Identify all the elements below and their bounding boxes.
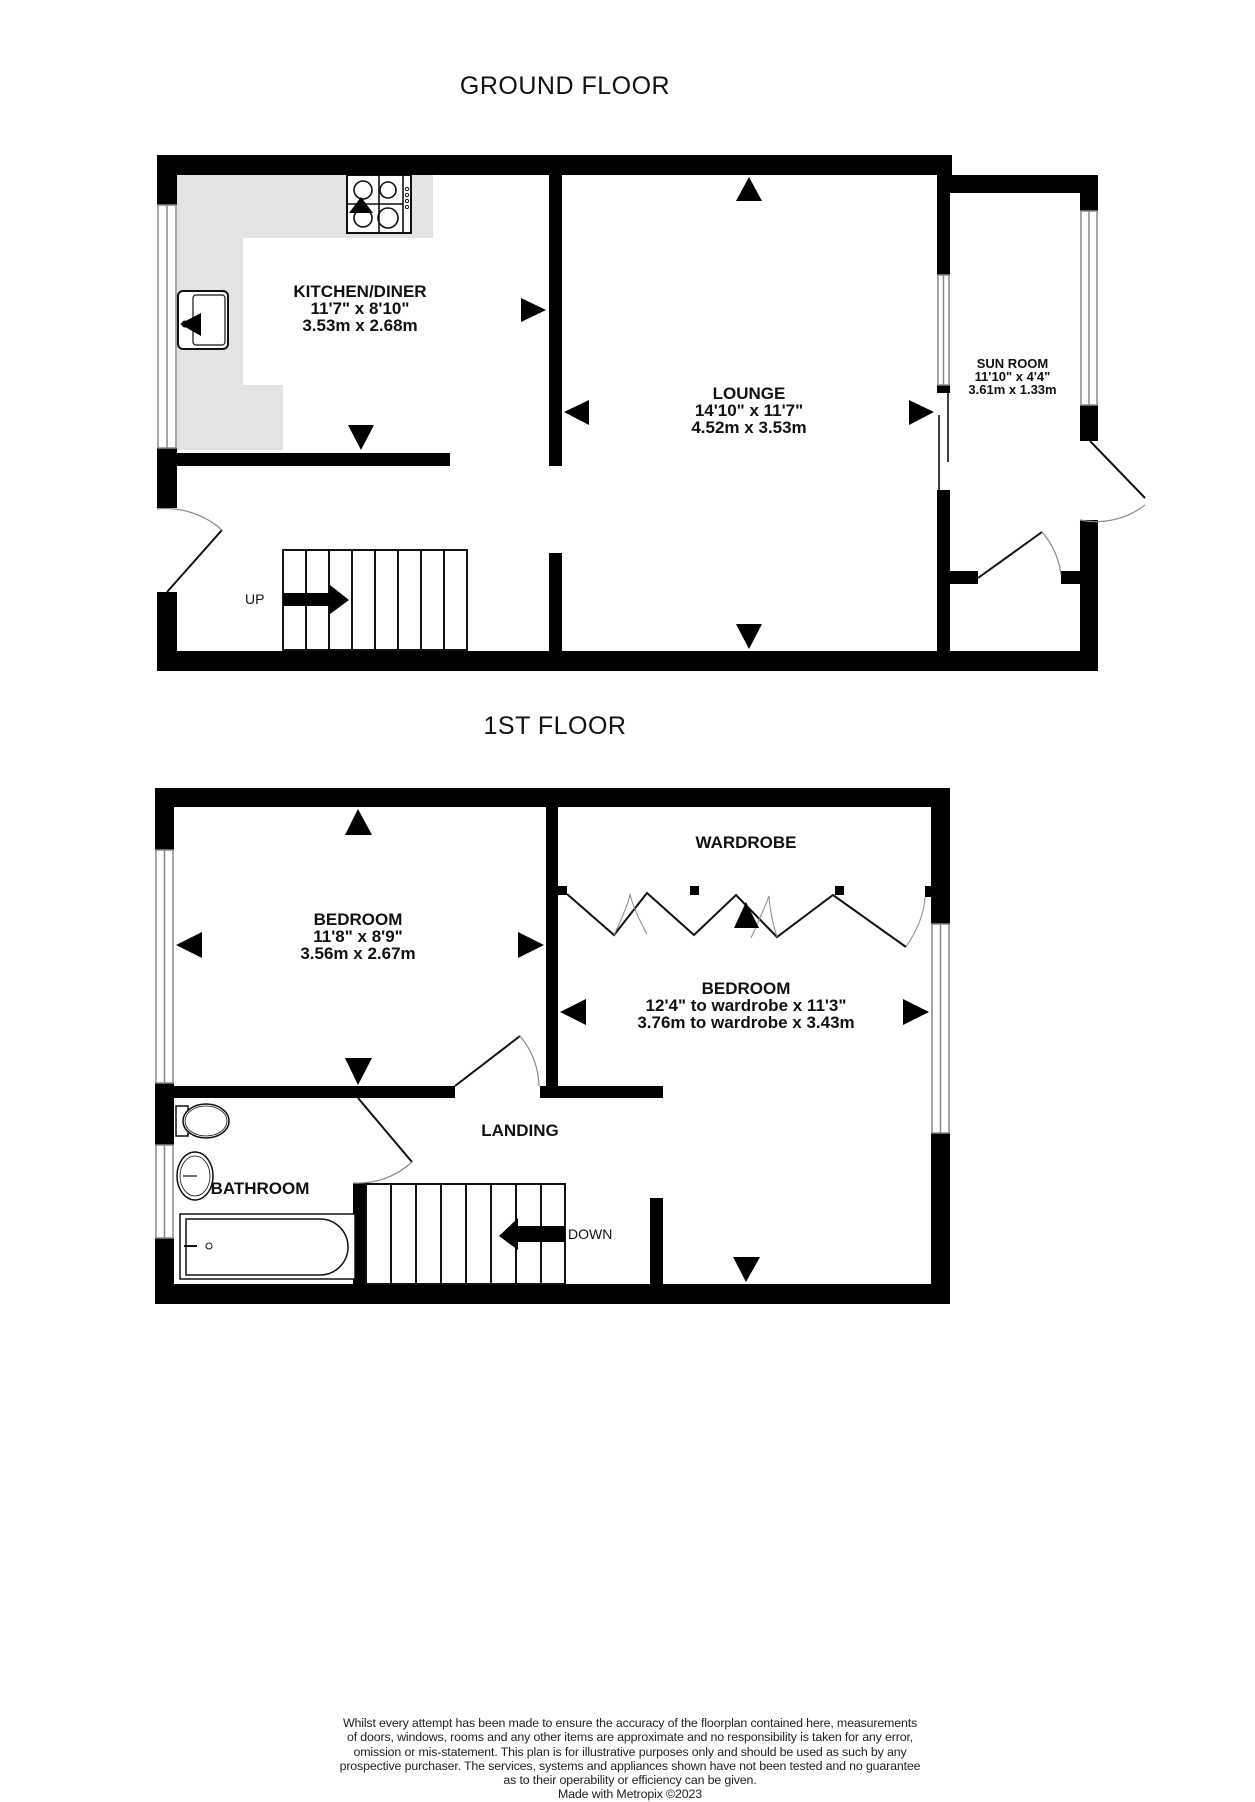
room-label-kitchen-diner: KITCHEN/DINER 11'7" x 8'10" 3.53m x 2.68… [260, 283, 460, 334]
disclaimer: Whilst every attempt has been made to en… [300, 1716, 960, 1802]
window [157, 204, 1098, 449]
room-imperial: 11'8" x 8'9" [313, 927, 403, 946]
room-name: KITCHEN/DINER [293, 282, 427, 301]
sunroom-external-door[interactable] [1079, 440, 1146, 523]
stairs-up-label: UP [245, 591, 265, 607]
room-name: LANDING [481, 1121, 559, 1140]
first-floor-title: 1ST FLOOR [483, 712, 627, 740]
arrow-down-icon [345, 1058, 372, 1085]
room-label-bedroom-2: BEDROOM 12'4" to wardrobe x 11'3" 3.76m … [576, 980, 916, 1031]
window [155, 849, 950, 1239]
sliding-door [938, 393, 949, 490]
measure-arrows [176, 809, 929, 1282]
metropix-credit: Made with Metropix ©2023 [558, 1787, 702, 1802]
room-label-bedroom-1: BEDROOM 11'8" x 8'9" 3.56m x 2.67m [258, 911, 458, 962]
room-name: WARDROBE [695, 833, 797, 852]
ground-floor-walls [157, 155, 1098, 671]
arrow-right-icon [283, 585, 349, 614]
room-metric: 4.52m x 3.53m [691, 418, 807, 437]
room-label-wardrobe: WARDROBE [646, 834, 846, 851]
arrow-left-icon [560, 999, 586, 1025]
room-imperial: 14'10" x 11'7" [694, 401, 804, 420]
first-floor-plan [155, 788, 950, 1304]
room-name: LOUNGE [712, 384, 786, 403]
front-door[interactable] [156, 507, 223, 593]
ground-floor-plan [156, 155, 1146, 671]
room-imperial: 12'4" to wardrobe x 11'3" [645, 996, 847, 1015]
disclaimer-line: Whilst every attempt has been made to en… [342, 1716, 918, 1730]
room-imperial: 11'10" x 4'4" [974, 369, 1051, 384]
room-metric: 3.61m x 1.33m [968, 382, 1057, 397]
bedroom-door[interactable] [454, 1035, 540, 1087]
arrow-up-icon [734, 902, 759, 928]
arrow-right-icon [909, 400, 934, 425]
arrow-up-icon [349, 197, 373, 213]
arrow-left-icon [176, 932, 202, 958]
room-imperial: 11'7" x 8'10" [310, 299, 410, 318]
arrow-right-icon [903, 999, 929, 1025]
disclaimer-line: as to their operability or efficiency ca… [503, 1773, 757, 1788]
arrow-left-icon [564, 400, 589, 425]
stairs-down-label: DOWN [568, 1226, 613, 1242]
room-metric: 3.56m x 2.67m [300, 944, 416, 963]
arrow-down-icon [348, 425, 374, 450]
room-label-landing: LANDING [440, 1122, 600, 1139]
room-name: BATHROOM [210, 1179, 310, 1198]
room-metric: 3.76m to wardrobe x 3.43m [637, 1013, 855, 1032]
arrow-right-icon [518, 932, 544, 958]
arrow-right-icon [521, 298, 546, 322]
ground-floor-title: GROUND FLOOR [459, 72, 671, 100]
bathroom-door[interactable] [352, 1097, 413, 1184]
kitchen-worktop [177, 175, 433, 450]
bath-icon [179, 1213, 356, 1280]
room-name: BEDROOM [313, 910, 403, 929]
sink-icon [177, 290, 229, 350]
arrow-up-icon [736, 177, 762, 201]
disclaimer-line: of doors, windows, rooms and any other i… [346, 1730, 914, 1745]
disclaimer-line: omission or mis-statement. This plan is … [353, 1744, 907, 1759]
hob-icon [346, 174, 412, 234]
arrow-left-icon [499, 1218, 565, 1250]
first-floor-walls [155, 788, 950, 1304]
room-name: SUN ROOM [976, 356, 1049, 371]
measure-arrows [180, 177, 934, 649]
porch-door[interactable] [977, 531, 1062, 579]
toilet-icon [175, 1103, 230, 1139]
arrow-up-icon [345, 809, 372, 835]
room-label-lounge: LOUNGE 14'10" x 11'7" 4.52m x 3.53m [649, 385, 849, 436]
arrow-down-icon [733, 1257, 760, 1282]
room-metric: 3.53m x 2.68m [302, 316, 418, 335]
basin-icon [176, 1151, 214, 1201]
arrow-left-icon [180, 313, 201, 336]
disclaimer-line: prospective purchaser. The services, sys… [339, 1758, 921, 1773]
arrow-down-icon [736, 624, 762, 649]
room-label-bathroom: BATHROOM [195, 1180, 325, 1197]
room-name: BEDROOM [701, 979, 791, 998]
wardrobe-doors[interactable] [566, 891, 926, 948]
room-label-sun-room: SUN ROOM 11'10" x 4'4" 3.61m x 1.33m [950, 357, 1075, 396]
